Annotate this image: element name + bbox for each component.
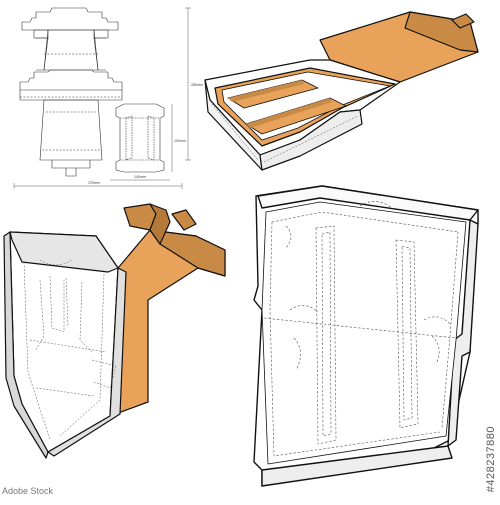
dim-height-right-label: 150mm — [174, 139, 186, 143]
open-box-with-tray — [204, 11, 479, 171]
dim-height-label: 285mm — [191, 83, 203, 87]
closed-box-open-lid — [3, 203, 226, 459]
dim-width-right-label: 140mm — [134, 175, 146, 179]
dim-width-label: 370mm — [88, 181, 100, 185]
large-tray-outline — [253, 185, 479, 487]
stock-id-label: #428237880 — [485, 425, 497, 492]
dieline-template — [13, 7, 191, 189]
watermark-label: Adobe Stock — [2, 486, 54, 496]
